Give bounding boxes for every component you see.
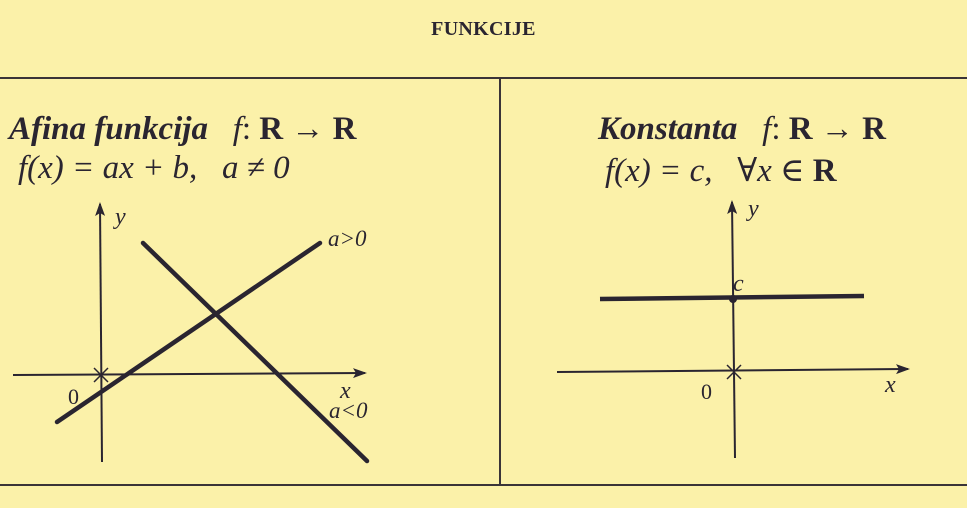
affine-formula: f(x) = ax + b, a ≠ 0	[18, 150, 290, 187]
constant-origin-cross-icon	[726, 364, 742, 380]
affine-origin-cross-icon	[93, 367, 109, 383]
affine-map-colon: :	[241, 111, 252, 147]
constant-quantifier: ∀x ∈	[737, 153, 813, 189]
constant-origin-label: 0	[701, 379, 712, 404]
constant-x-label: x	[884, 372, 896, 398]
constant-formula: f(x) = c, ∀x ∈ R	[605, 150, 837, 190]
affine-x-axis	[12, 368, 367, 379]
affine-line-negative	[140, 240, 370, 464]
affine-y-axis	[95, 202, 106, 463]
affine-formula-rhs: ax + b,	[102, 150, 198, 186]
constant-domain: R	[788, 111, 813, 147]
affine-formula-lhs: f(x) =	[18, 150, 103, 186]
constant-map-colon: :	[771, 111, 781, 147]
page-title: FUNKCIJE	[431, 18, 536, 40]
constant-codomain: R	[862, 111, 886, 147]
constant-arrow: →	[820, 111, 854, 147]
panel-divider	[499, 78, 501, 485]
top-divider	[0, 77, 967, 79]
affine-positive-label: a>0	[328, 226, 367, 251]
constant-intercept-point	[729, 295, 737, 303]
bottom-divider	[0, 484, 967, 486]
constant-y-axis	[727, 200, 738, 459]
constant-graph: y x 0 c	[556, 196, 910, 459]
affine-name: Afina funkcija	[9, 111, 208, 147]
constant-heading: Konstanta f: R → R	[598, 111, 886, 148]
constant-y-label: y	[746, 196, 759, 222]
affine-heading: Afina funkcija f: R → R	[9, 111, 356, 148]
constant-formula-lhs: f(x) =	[605, 153, 690, 189]
affine-domain: R	[259, 111, 284, 147]
affine-x-label: x	[339, 378, 351, 404]
affine-graph: y x 0 a>0 a<0	[12, 202, 370, 464]
affine-condition: a ≠ 0	[221, 150, 290, 186]
affine-origin-label: 0	[68, 384, 79, 409]
affine-map-f: f	[232, 111, 242, 147]
constant-quantifier-set: R	[812, 153, 837, 189]
constant-intercept-label: c	[733, 271, 744, 297]
constant-map-f: f	[762, 111, 772, 147]
affine-line-positive	[54, 240, 323, 425]
constant-name: Konstanta	[598, 111, 738, 147]
affine-arrow: →	[291, 111, 325, 147]
affine-y-label: y	[113, 204, 126, 230]
affine-negative-label: a<0	[329, 398, 368, 423]
affine-codomain: R	[332, 111, 357, 147]
constant-formula-rhs: c,	[689, 153, 713, 189]
